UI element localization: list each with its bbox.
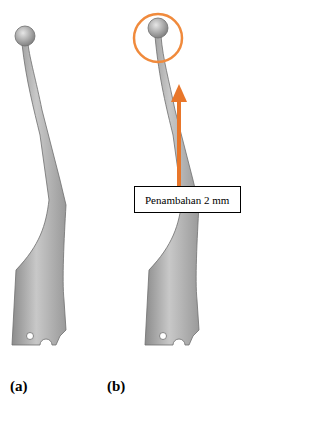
pivot-hole xyxy=(160,333,167,340)
figure-label: (b) xyxy=(107,378,125,395)
callout-text: Penambahan 2 mm xyxy=(145,194,230,206)
callout-box: Penambahan 2 mm xyxy=(134,186,241,213)
lever-ball-tip xyxy=(148,18,168,38)
brake-lever xyxy=(12,26,66,345)
lever-ball-tip xyxy=(15,26,35,46)
lever-body xyxy=(12,44,66,345)
highlight-circle xyxy=(134,14,182,62)
pivot-hole xyxy=(27,333,34,340)
brake-lever xyxy=(145,18,199,345)
arrow-head xyxy=(171,84,187,102)
figure-label: (a) xyxy=(10,378,28,395)
extension-arrow xyxy=(177,100,181,186)
